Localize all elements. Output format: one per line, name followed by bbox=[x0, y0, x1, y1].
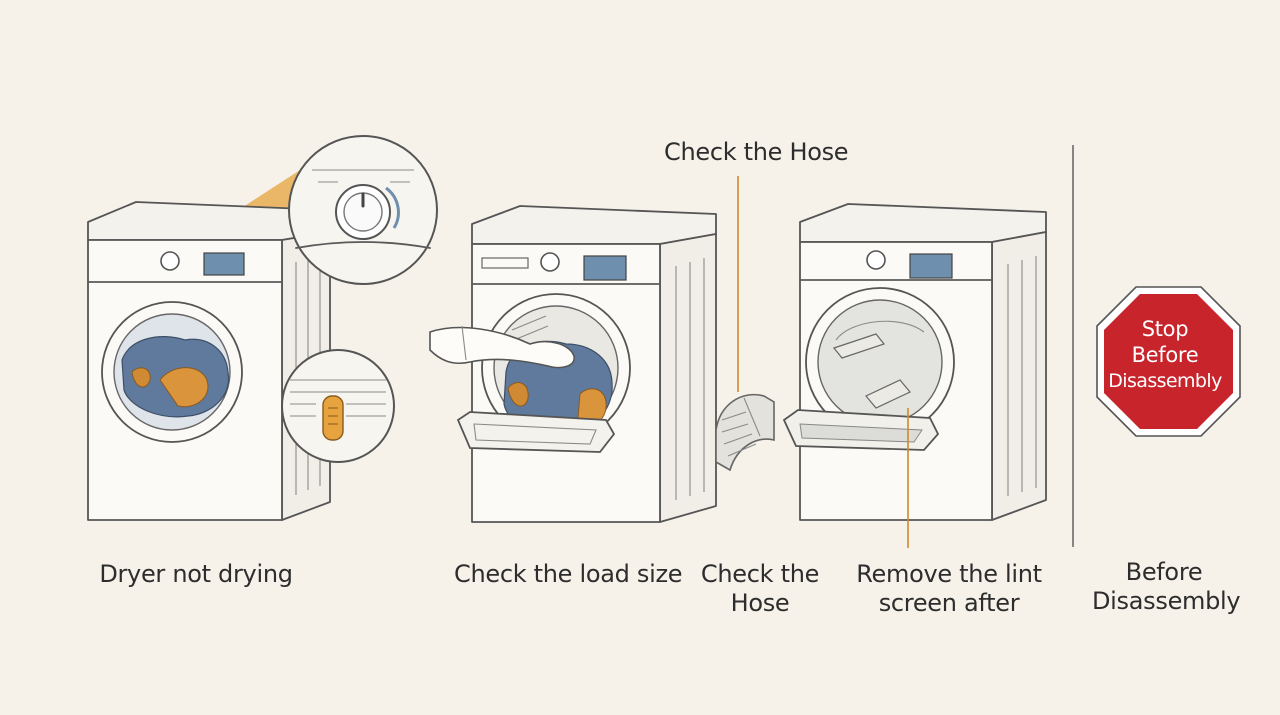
stop-sign bbox=[1096, 286, 1241, 437]
caption-check-hose-line-1: Check the bbox=[700, 560, 820, 588]
stop-sign-line-1: Stop bbox=[1141, 317, 1189, 341]
caption-check-load-size: Check the load size bbox=[454, 560, 683, 588]
open-door bbox=[456, 411, 616, 453]
caption-dryer-not-drying: Dryer not drying bbox=[99, 560, 293, 588]
caption-remove-lint-line-2: screen after bbox=[878, 589, 1020, 617]
display-panel bbox=[583, 255, 627, 281]
caption-remove-lint-line-1: Remove the lint bbox=[856, 560, 1042, 588]
caption-before-line-2: Disassembly bbox=[1092, 587, 1241, 615]
caption-remove-lint-screen: Remove the lint screen after bbox=[854, 560, 1044, 618]
stop-sign-line-2: Before bbox=[1131, 343, 1199, 367]
zoom-circle-knob bbox=[288, 135, 438, 285]
caption-check-hose-line-2: Hose bbox=[730, 589, 790, 617]
dryer-3 bbox=[782, 203, 1047, 548]
stop-sign-line-3: Disassembly bbox=[1108, 370, 1222, 392]
dryer-2 bbox=[429, 205, 717, 523]
stop-sign-text: Stop Before Disassembly bbox=[1100, 316, 1230, 394]
caption-check-hose: Check the Hose bbox=[690, 560, 830, 618]
dryer-1 bbox=[87, 135, 438, 521]
display-panel bbox=[203, 252, 245, 276]
hose-callout bbox=[715, 176, 775, 472]
control-knob bbox=[160, 251, 180, 271]
caption-before-line-1: Before bbox=[1125, 558, 1203, 586]
display-panel bbox=[909, 253, 953, 279]
zoom-circle-vent bbox=[281, 349, 395, 463]
caption-before-disassembly: Before Disassembly bbox=[1092, 558, 1241, 616]
hose-callout-label: Check the Hose bbox=[664, 138, 849, 166]
dryer-hose bbox=[715, 393, 775, 472]
